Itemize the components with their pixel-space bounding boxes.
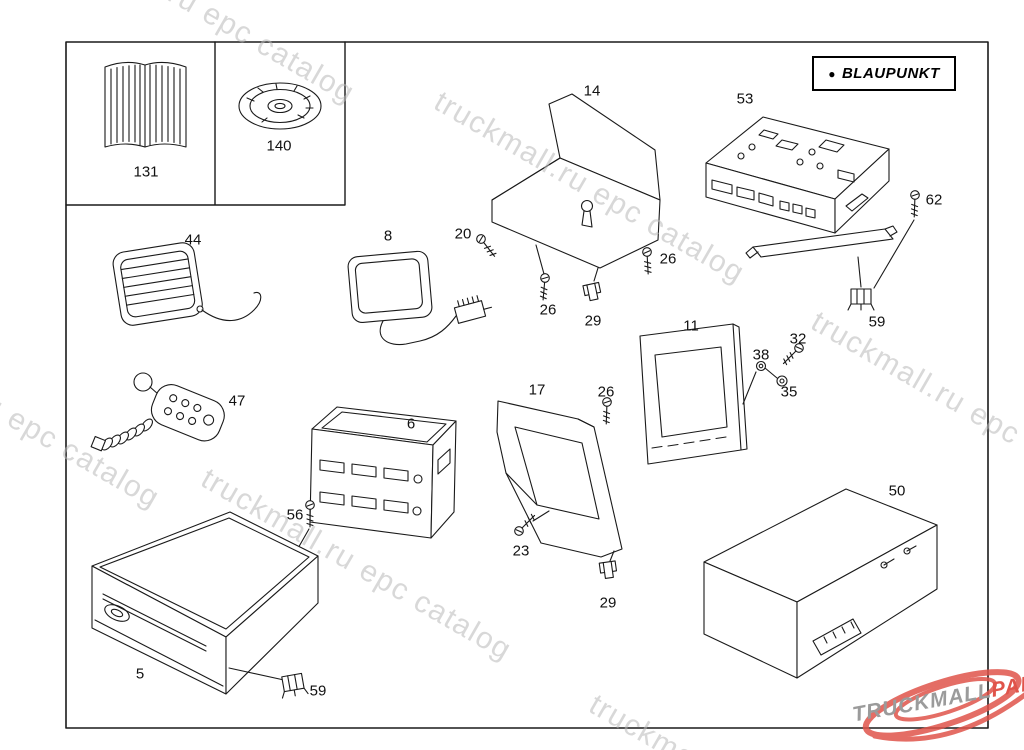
callout-29-b: 29 xyxy=(599,594,617,612)
mounting-bracket-14 xyxy=(491,93,661,282)
callout-32: 32 xyxy=(789,330,807,348)
cd-radio-5 xyxy=(91,511,319,695)
blaupunkt-bullet-icon: ● xyxy=(828,66,836,81)
mounting-cage-6 xyxy=(296,406,457,551)
callout-8: 8 xyxy=(383,227,393,245)
callout-20: 20 xyxy=(454,225,472,243)
callout-53: 53 xyxy=(736,90,754,108)
callout-44: 44 xyxy=(184,231,202,249)
amplifier-50 xyxy=(703,488,938,679)
display-bezel-11 xyxy=(639,323,778,465)
callout-38: 38 xyxy=(752,346,770,364)
callout-6: 6 xyxy=(406,415,416,433)
cd-disc-icon xyxy=(238,82,322,130)
callout-62: 62 xyxy=(925,191,943,209)
callout-26-b: 26 xyxy=(539,301,557,319)
callout-47: 47 xyxy=(228,392,246,410)
callout-140: 140 xyxy=(266,137,292,155)
microphone-handset-icon xyxy=(90,372,225,452)
washer-38-icon xyxy=(755,360,767,372)
callout-5: 5 xyxy=(135,665,145,683)
speaker-icon xyxy=(112,242,262,326)
control-unit-53 xyxy=(705,116,915,289)
callout-35: 35 xyxy=(780,383,798,401)
callout-59-b: 59 xyxy=(309,682,327,700)
callout-59-a: 59 xyxy=(868,313,886,331)
blaupunkt-name: BLAUPUNKT xyxy=(841,65,940,82)
washer-35-icon xyxy=(776,375,788,387)
callout-26-c: 26 xyxy=(597,383,615,401)
callout-11: 11 xyxy=(683,317,699,335)
callout-26-a: 26 xyxy=(659,250,677,268)
callout-50: 50 xyxy=(888,482,906,500)
stand-bracket-17 xyxy=(496,400,623,562)
callout-56: 56 xyxy=(286,506,304,524)
callout-29-a: 29 xyxy=(584,312,602,330)
blaupunkt-logo: ● BLAUPUNKT xyxy=(812,56,956,91)
callout-23: 23 xyxy=(512,542,530,560)
monitor-icon xyxy=(347,250,493,346)
callout-131: 131 xyxy=(133,163,159,181)
cable-plug-icon xyxy=(453,295,493,324)
callout-17: 17 xyxy=(528,381,546,399)
callout-14: 14 xyxy=(583,82,601,100)
manual-book-icon xyxy=(104,61,187,148)
